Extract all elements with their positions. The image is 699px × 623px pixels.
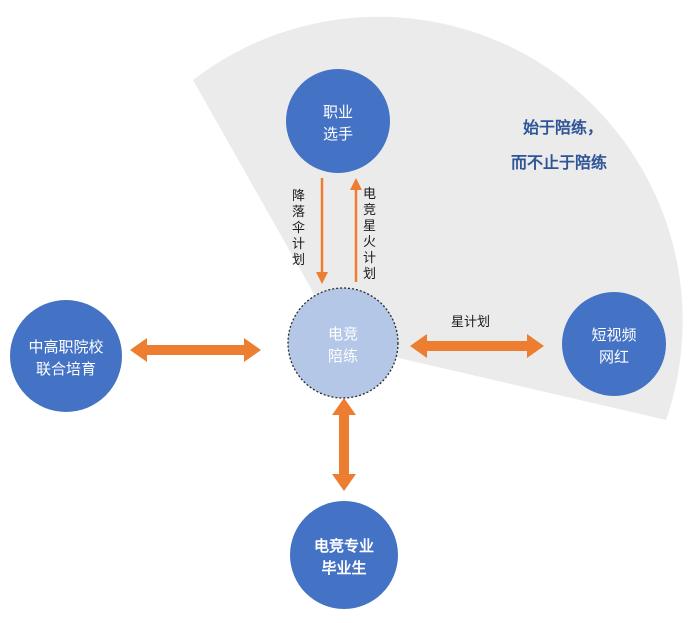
svg-text:电竞: 电竞 [328, 325, 358, 343]
svg-text:职业: 职业 [323, 103, 353, 121]
label-spark-plan: 电 竞 星 火 计 划 [363, 187, 376, 282]
arrow-center-influencer [410, 334, 544, 358]
center-node-esports-coaching: 电竞 陪练 [287, 287, 399, 399]
svg-text:降: 降 [292, 189, 305, 204]
svg-text:联合培育: 联合培育 [36, 360, 96, 378]
arrow-center-schools [130, 338, 261, 362]
svg-text:火: 火 [363, 235, 376, 250]
svg-text:毕业生: 毕业生 [321, 559, 366, 577]
arrow-center-graduates [332, 398, 356, 491]
svg-text:陪练: 陪练 [328, 347, 358, 365]
node-vocational-schools: 中高职院校 联合培育 [10, 300, 122, 412]
svg-text:落: 落 [292, 205, 305, 220]
svg-text:网红: 网红 [599, 348, 629, 366]
svg-text:短视频: 短视频 [591, 326, 636, 344]
label-star-plan: 星计划 [451, 315, 490, 330]
svg-text:中高职院校: 中高职院校 [28, 338, 103, 356]
svg-text:选手: 选手 [323, 125, 353, 143]
svg-text:星: 星 [363, 219, 376, 234]
svg-text:伞: 伞 [292, 220, 305, 236]
svg-text:电: 电 [363, 187, 376, 202]
svg-text:电竞专业: 电竞专业 [314, 537, 374, 555]
arrow-down-to-center [316, 178, 328, 284]
svg-text:竞: 竞 [363, 202, 376, 218]
slogan-line-2: 而不止于陪练 [511, 153, 607, 172]
node-esports-graduates: 电竞专业 毕业生 [290, 501, 398, 609]
svg-text:计: 计 [363, 251, 376, 266]
arrow-up-to-pro [350, 178, 362, 282]
label-parachute-plan: 降 落 伞 计 划 [292, 189, 305, 268]
svg-text:划: 划 [363, 267, 376, 282]
slogan-line-1: 始于陪练， [523, 118, 603, 137]
node-pro-player: 职业 选手 [286, 69, 390, 173]
svg-text:计: 计 [292, 237, 305, 252]
node-short-video-influencer: 短视频 网红 [562, 292, 666, 396]
svg-text:划: 划 [292, 253, 305, 268]
